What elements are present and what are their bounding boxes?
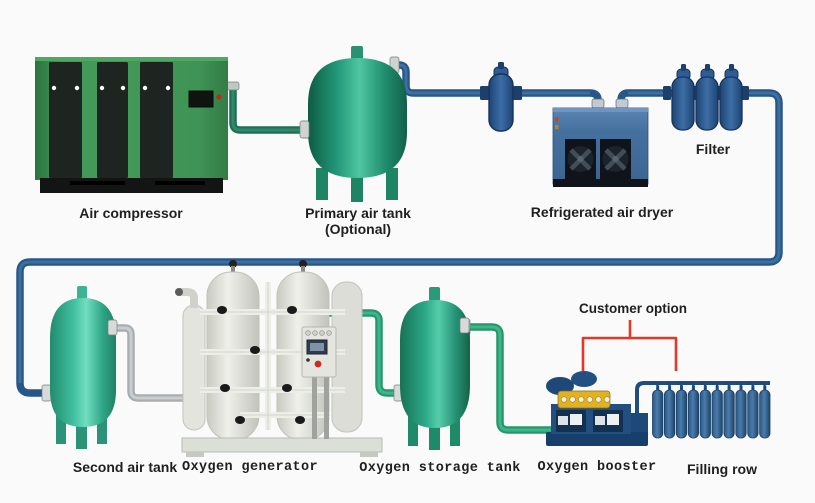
compressor-control-display: [188, 90, 222, 108]
refrigerated-air-dryer-label: Refrigerated air dryer: [530, 204, 674, 220]
customer-option-label: Customer option: [579, 301, 687, 316]
filter-bank-illustration: [663, 64, 749, 131]
pipe-compressor-to-primary-tank: [226, 81, 311, 139]
gas-cylinder: [723, 389, 735, 439]
oxygen-booster-label: Oxygen booster: [537, 460, 657, 475]
second-air-tank-label: Second air tank: [72, 459, 178, 475]
cylinder-neck: [751, 385, 755, 392]
oxygen-booster-illustration: [546, 371, 648, 446]
gas-cylinder: [675, 389, 688, 439]
oxygen-generator-illustration: [175, 260, 383, 457]
cylinder-neck: [715, 385, 719, 392]
gas-cylinder: [652, 389, 664, 439]
cylinder-neck: [680, 385, 683, 392]
dryer-fan-left: [565, 139, 596, 180]
primary-air-tank-label-line1: Primary air tank: [305, 205, 411, 221]
pipe-storage-tank-to-booster: [460, 318, 556, 434]
cylinder-neck: [668, 385, 672, 392]
refrigerated-air-dryer-illustration: [552, 107, 649, 187]
booster-cylinder-block: [557, 390, 611, 409]
gas-cylinder: [711, 389, 723, 439]
filter-2: [695, 64, 719, 131]
gas-cylinder: [664, 389, 676, 439]
filling-row-label: Filling row: [687, 461, 757, 477]
piping-network: [16, 56, 783, 434]
primary-air-tank-label-note: (Optional): [324, 221, 392, 237]
generator-control-panel: [301, 326, 337, 439]
cylinder-neck: [703, 385, 707, 392]
inline-filter-illustration: [480, 62, 522, 132]
air-compressor-label: Air compressor: [79, 205, 183, 221]
primary-air-tank-illustration: [299, 46, 407, 202]
gas-cylinder: [747, 389, 759, 439]
cylinder-neck: [656, 385, 660, 392]
customer-option-bracket: [581, 320, 678, 371]
pipe-generator-to-storage-tank: [316, 309, 404, 402]
gas-cylinder: [687, 389, 700, 439]
second-air-tank-illustration: [50, 286, 118, 449]
pipe-booster-to-manifold: [635, 381, 770, 433]
oxygen-storage-tank-illustration: [400, 287, 470, 450]
gas-cylinder: [699, 389, 711, 439]
air-compressor-illustration: [35, 57, 228, 193]
cylinder-neck: [727, 385, 731, 392]
oxygen-generator-label: Oxygen generator: [181, 460, 319, 475]
cylinder-neck: [739, 385, 743, 392]
cylinder-neck: [691, 385, 695, 392]
filter-label: Filter: [695, 141, 731, 157]
cylinder-neck: [763, 385, 767, 392]
primary-air-tank-label: Primary air tank (Optional): [305, 205, 411, 237]
dryer-fan-right: [600, 139, 631, 180]
filter-3: [719, 64, 743, 131]
filling-row-cylinders: [652, 381, 771, 439]
filter-1: [671, 64, 695, 131]
gas-cylinder: [735, 389, 747, 439]
oxygen-storage-tank-label: Oxygen storage tank: [359, 461, 521, 476]
pipe-second-tank-to-generator: [106, 319, 186, 402]
gas-cylinder: [759, 389, 771, 439]
pipe-main-blue-loop: [16, 56, 783, 402]
